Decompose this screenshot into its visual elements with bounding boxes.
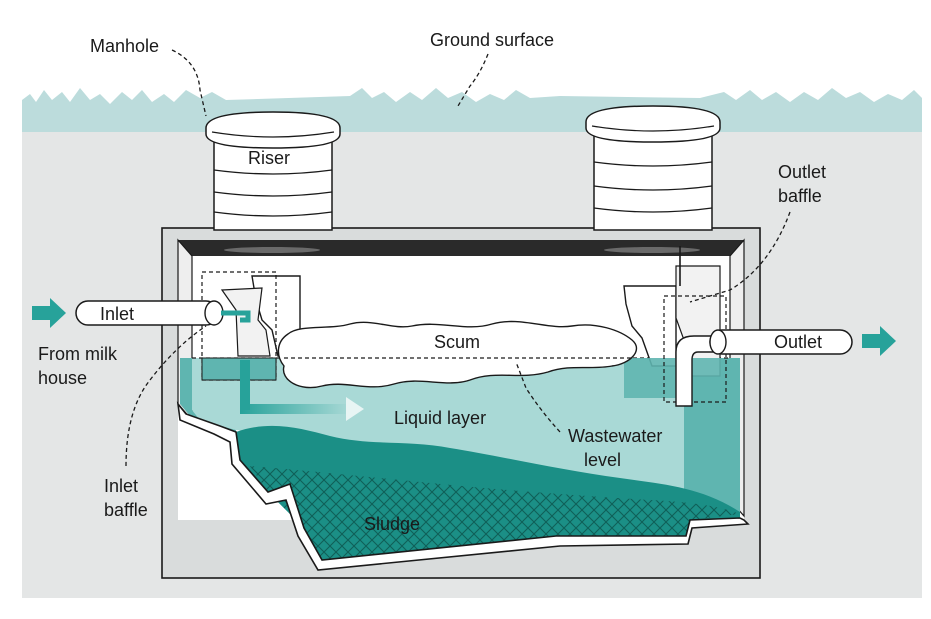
tank-ceiling <box>178 240 744 256</box>
label-outlet-baffle-2: baffle <box>778 186 822 206</box>
outlet-baffle <box>623 246 727 407</box>
manhole-lid-left <box>205 111 341 149</box>
outlet-pipe <box>709 329 853 355</box>
scum-layer <box>277 320 638 389</box>
label-manhole: Manhole <box>90 36 159 56</box>
label-wastewater-level-1: Wastewater <box>568 426 662 446</box>
inlet-pipe <box>75 300 251 326</box>
riser-left <box>205 111 341 231</box>
sludge-hatch <box>250 466 740 560</box>
inlet-arrow <box>32 298 66 328</box>
label-riser: Riser <box>248 148 290 168</box>
label-from-milk-house-1: From milk <box>38 344 118 364</box>
inlet-flow-arrow <box>240 360 364 421</box>
label-scum: Scum <box>434 332 480 352</box>
tank-cutaway-edge <box>176 401 750 571</box>
riser-right <box>585 105 721 231</box>
manhole-leader <box>171 49 207 117</box>
label-outlet-baffle-1: Outlet <box>778 162 826 182</box>
label-liquid-layer: Liquid layer <box>394 408 486 428</box>
label-inlet: Inlet <box>100 304 134 324</box>
inlet-baffle-leader <box>125 325 207 467</box>
label-sludge: Sludge <box>364 514 420 534</box>
label-outlet: Outlet <box>774 332 822 352</box>
riser-opening-right <box>604 247 700 253</box>
ground-surface-band <box>22 88 922 132</box>
riser-opening-left <box>224 247 320 253</box>
label-inlet-baffle-2: baffle <box>104 500 148 520</box>
label-inlet-baffle-1: Inlet <box>104 476 138 496</box>
ground-surface-leader <box>457 53 489 107</box>
outlet-arrow <box>862 326 896 356</box>
label-ground-surface: Ground surface <box>430 30 554 50</box>
manhole-lid-right <box>585 105 721 143</box>
label-from-milk-house-2: house <box>38 368 87 388</box>
liquid-body <box>192 358 730 505</box>
outlet-baffle-leader <box>689 211 791 303</box>
label-wastewater-level-2: level <box>584 450 621 470</box>
